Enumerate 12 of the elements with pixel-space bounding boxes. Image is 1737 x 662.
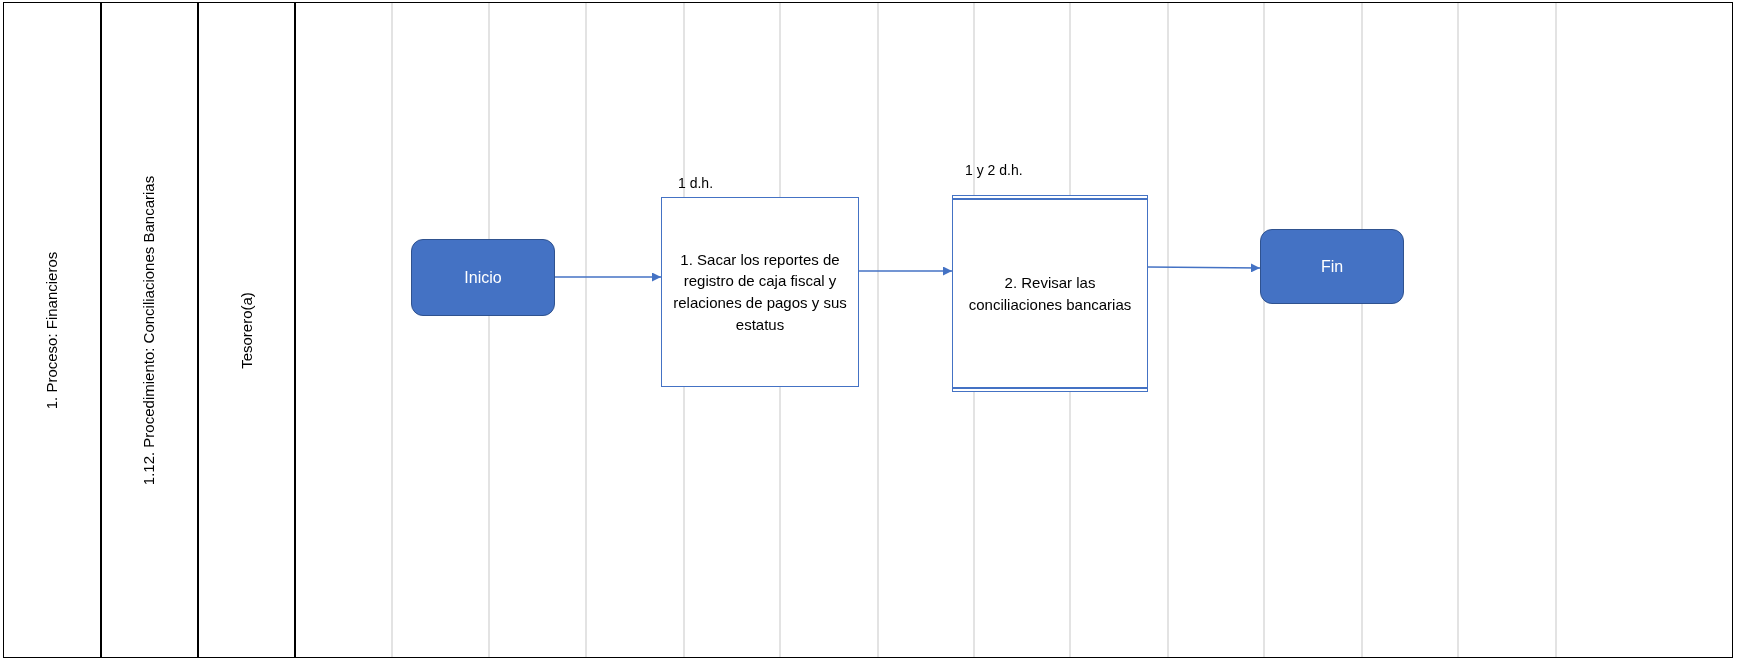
arrow bbox=[1147, 263, 1261, 273]
arrow bbox=[858, 266, 953, 276]
process-box: 2. Revisar las conciliaciones bancarias bbox=[952, 195, 1148, 392]
lane-title: 1. Proceso: Financieros bbox=[43, 251, 60, 410]
lane-title: Tesorero(a) bbox=[237, 292, 255, 369]
terminator-box: Inicio bbox=[411, 239, 555, 316]
duration-label: 1 y 2 d.h. bbox=[965, 162, 1023, 178]
terminator-box: Fin bbox=[1260, 229, 1404, 304]
duration-label: 1 d.h. bbox=[678, 175, 714, 191]
arrow bbox=[554, 272, 662, 282]
lane-title: 1.12. Procedimiento: Conciliaciones Bancarias bbox=[140, 175, 158, 486]
process-box: 1. Sacar los reportes de registro de caja fiscal y relaciones de pagos y sus estatus bbox=[661, 197, 859, 387]
